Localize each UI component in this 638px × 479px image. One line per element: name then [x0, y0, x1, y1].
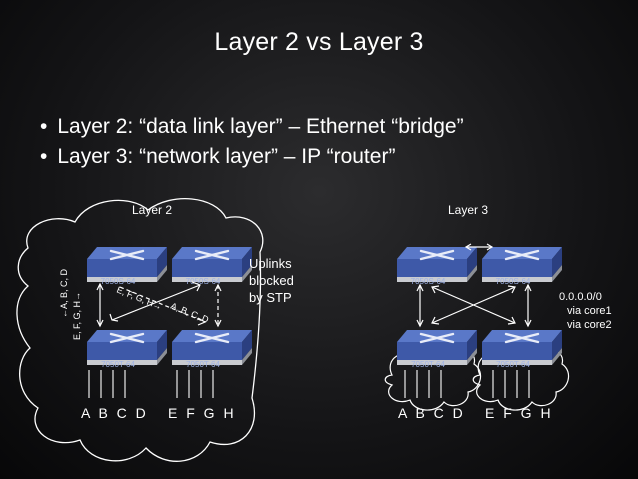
l2-switch-bottom-right-label: 7050T-64: [186, 360, 220, 369]
bullet-layer3-text: Layer 3: “network layer” – IP “router”: [57, 145, 396, 168]
l2-diag-label-2: A, B, C, D: [169, 301, 210, 325]
l3-link-cross-2: [431, 286, 516, 324]
l2-vertical-label-2: E, F, G, H→: [72, 292, 82, 340]
l2-link-cross-solid: [111, 284, 201, 321]
l2-links: [96, 281, 222, 328]
bullet-layer3: •Layer 3: “network layer” – IP “router”: [40, 145, 396, 168]
uplinks-note-line-2: blocked: [249, 273, 294, 288]
l2-switch-top-left-label: 7050S-64: [101, 277, 136, 286]
uplinks-note-line-1: Uplinks: [249, 256, 292, 271]
route-note-line-2: via core1: [567, 305, 612, 317]
l2-vertical-label-1: ←A, B, C, D: [59, 268, 69, 318]
bullet-layer2: •Layer 2: “data link layer” – Ethernet “…: [40, 115, 464, 138]
slide-title: Layer 2 vs Layer 3: [214, 28, 424, 56]
l3-hosts-right: E F G H: [485, 405, 551, 421]
layer2-heading: Layer 2: [132, 203, 172, 217]
l3-host-lines: [404, 370, 530, 398]
l2-link-right-arrows: [214, 283, 222, 328]
layer3-heading: Layer 3: [448, 203, 488, 217]
l3-switch-top-right-label: 7050S-64: [496, 277, 531, 286]
l3-switch-top-left-label: 7050S-64: [411, 277, 446, 286]
l3-switch-bottom-right-label: 7050T-64: [496, 360, 530, 369]
l3-link-left-arrows: [416, 283, 424, 328]
l3-hosts-left: A B C D: [398, 405, 463, 421]
l2-hosts-right: E F G H: [168, 405, 234, 421]
l2-diag-label-1: E, F, G, H→: [115, 285, 163, 312]
l2-link-cross-arrows: [109, 281, 201, 322]
l3-link-cross-2-arrows: [431, 285, 516, 325]
layer2-cloud: [16, 198, 264, 462]
l2-link-dashed-arrow: [197, 317, 207, 326]
bullet-layer2-text: Layer 2: “data link layer” – Ethernet “b…: [57, 115, 464, 138]
uplinks-note-line-3: by STP: [249, 290, 292, 305]
route-note-line-1: 0.0.0.0/0: [559, 291, 602, 303]
l2-link-left-arrows: [96, 282, 104, 328]
l2-switch-bottom-left-label: 7050T-64: [101, 360, 135, 369]
l3-link-cross-1-arrows: [431, 285, 516, 325]
l3-link-right-arrows: [524, 283, 532, 328]
l2-link-cross-dashed: [119, 286, 206, 323]
l3-links: [416, 243, 532, 328]
l2-hosts-left: A B C D: [81, 405, 146, 421]
bullet-list: •Layer 2: “data link layer” – Ethernet “…: [40, 112, 464, 172]
l2-switch-top-right-label: 7050S-64: [186, 277, 221, 286]
l3-link-top-peer-arrows: [464, 243, 494, 251]
l3-switch-bottom-left-label: 7050T-64: [411, 360, 445, 369]
route-note-line-3: via core2: [567, 319, 612, 331]
l2-host-lines: [88, 370, 214, 398]
